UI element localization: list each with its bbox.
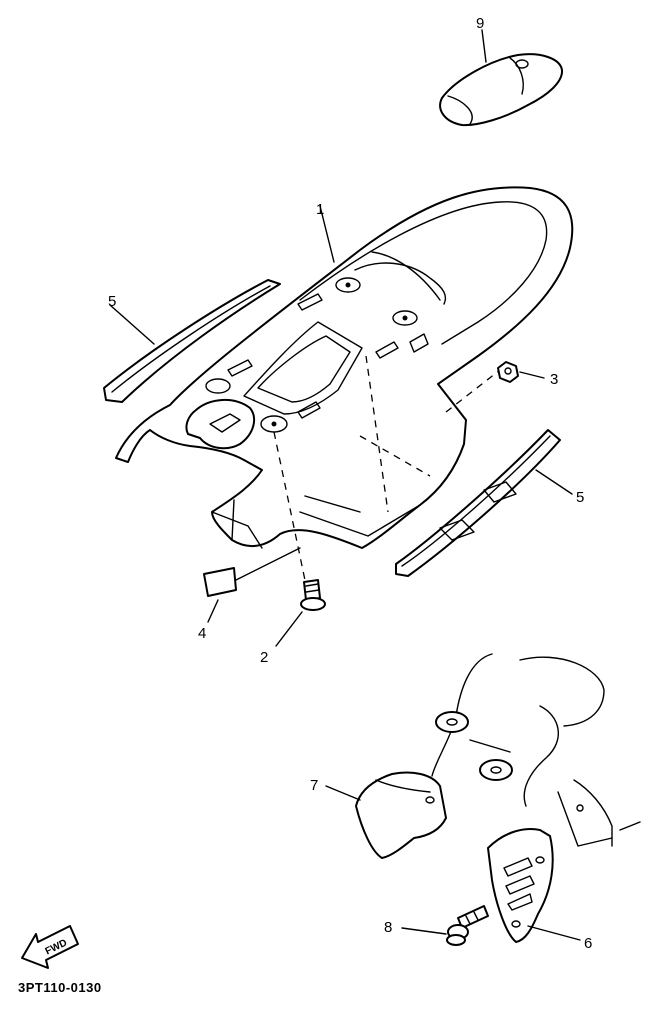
- part-8-bolt: [401, 905, 489, 946]
- part-7-guard: [325, 771, 447, 859]
- callout-labels: 9 1 5 3 5 4 2 7 8 6: [108, 15, 592, 952]
- part-6-heel-plate: [487, 828, 581, 943]
- callout-5-right: 5: [576, 489, 584, 506]
- callout-9: 9: [476, 15, 484, 32]
- callout-2: 2: [260, 649, 268, 666]
- part-1-rear-fender: [115, 186, 574, 549]
- callout-5-left: 5: [108, 293, 116, 310]
- part-3-nut: [497, 361, 545, 383]
- callout-7: 7: [310, 777, 318, 794]
- fwd-arrow-icon: FWD: [21, 925, 79, 969]
- callout-4: 4: [198, 625, 206, 642]
- part-4-pad: [203, 547, 301, 623]
- part-2-screw: [275, 579, 326, 647]
- callout-8: 8: [384, 919, 392, 936]
- part-9-cover: [439, 29, 563, 127]
- part-5-reflector-left: [103, 279, 281, 403]
- alignment-lines: [273, 355, 501, 586]
- part-5-reflector-right: [395, 429, 573, 577]
- diagram-code: 3PT110-0130: [18, 980, 102, 995]
- callout-1: 1: [316, 201, 324, 218]
- callout-6: 6: [584, 935, 592, 952]
- callout-3: 3: [550, 371, 558, 388]
- frame-section: [431, 653, 641, 847]
